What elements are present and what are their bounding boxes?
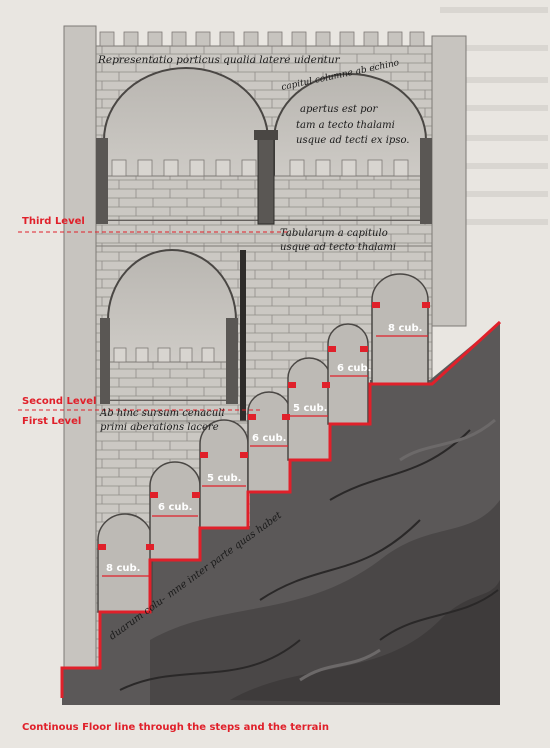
left-tower xyxy=(63,25,97,699)
dividing-pillar xyxy=(240,250,246,440)
floor-line xyxy=(60,320,502,698)
upper-arcade xyxy=(96,67,432,225)
third-level-label: Third Level xyxy=(22,216,85,227)
upper-note: apertus est por xyxy=(300,104,379,115)
measurement-label: 5 cub. xyxy=(293,403,327,414)
stepped-arches xyxy=(97,273,429,613)
terrain xyxy=(62,322,500,705)
middle-arcade xyxy=(100,249,238,404)
middle-note: usque ad tecto thalami xyxy=(280,242,396,253)
measurement-label: 5 cub. xyxy=(207,473,241,484)
capital-markers xyxy=(98,302,430,550)
upper-note: usque ad tecti ex ipso. xyxy=(296,135,409,146)
upper-note: tam a tecto thalami xyxy=(296,120,395,131)
right-tower xyxy=(431,35,467,327)
measurement-label: 8 cub. xyxy=(388,323,422,334)
lower-note: primi aberations lacere xyxy=(100,422,219,433)
measurement-label: 6 cub. xyxy=(252,433,286,444)
measurement-lines xyxy=(102,335,428,577)
top-caption: Representatio porticus qualia latere uid… xyxy=(97,54,341,66)
measurement-label: 6 cub. xyxy=(337,363,371,374)
middle-note: Tabularum a capitulo xyxy=(280,228,388,239)
floor-line-label: Continous Floor line through the steps a… xyxy=(22,722,329,733)
measurement-label: 8 cub. xyxy=(106,563,140,574)
top-crenellation xyxy=(99,31,425,47)
measurement-label: 6 cub. xyxy=(158,502,192,513)
first-level-label: First Level xyxy=(22,416,81,427)
lower-note: Ab hinc sursum cenaculi xyxy=(99,408,225,419)
second-level-label: Second Level xyxy=(22,396,96,407)
